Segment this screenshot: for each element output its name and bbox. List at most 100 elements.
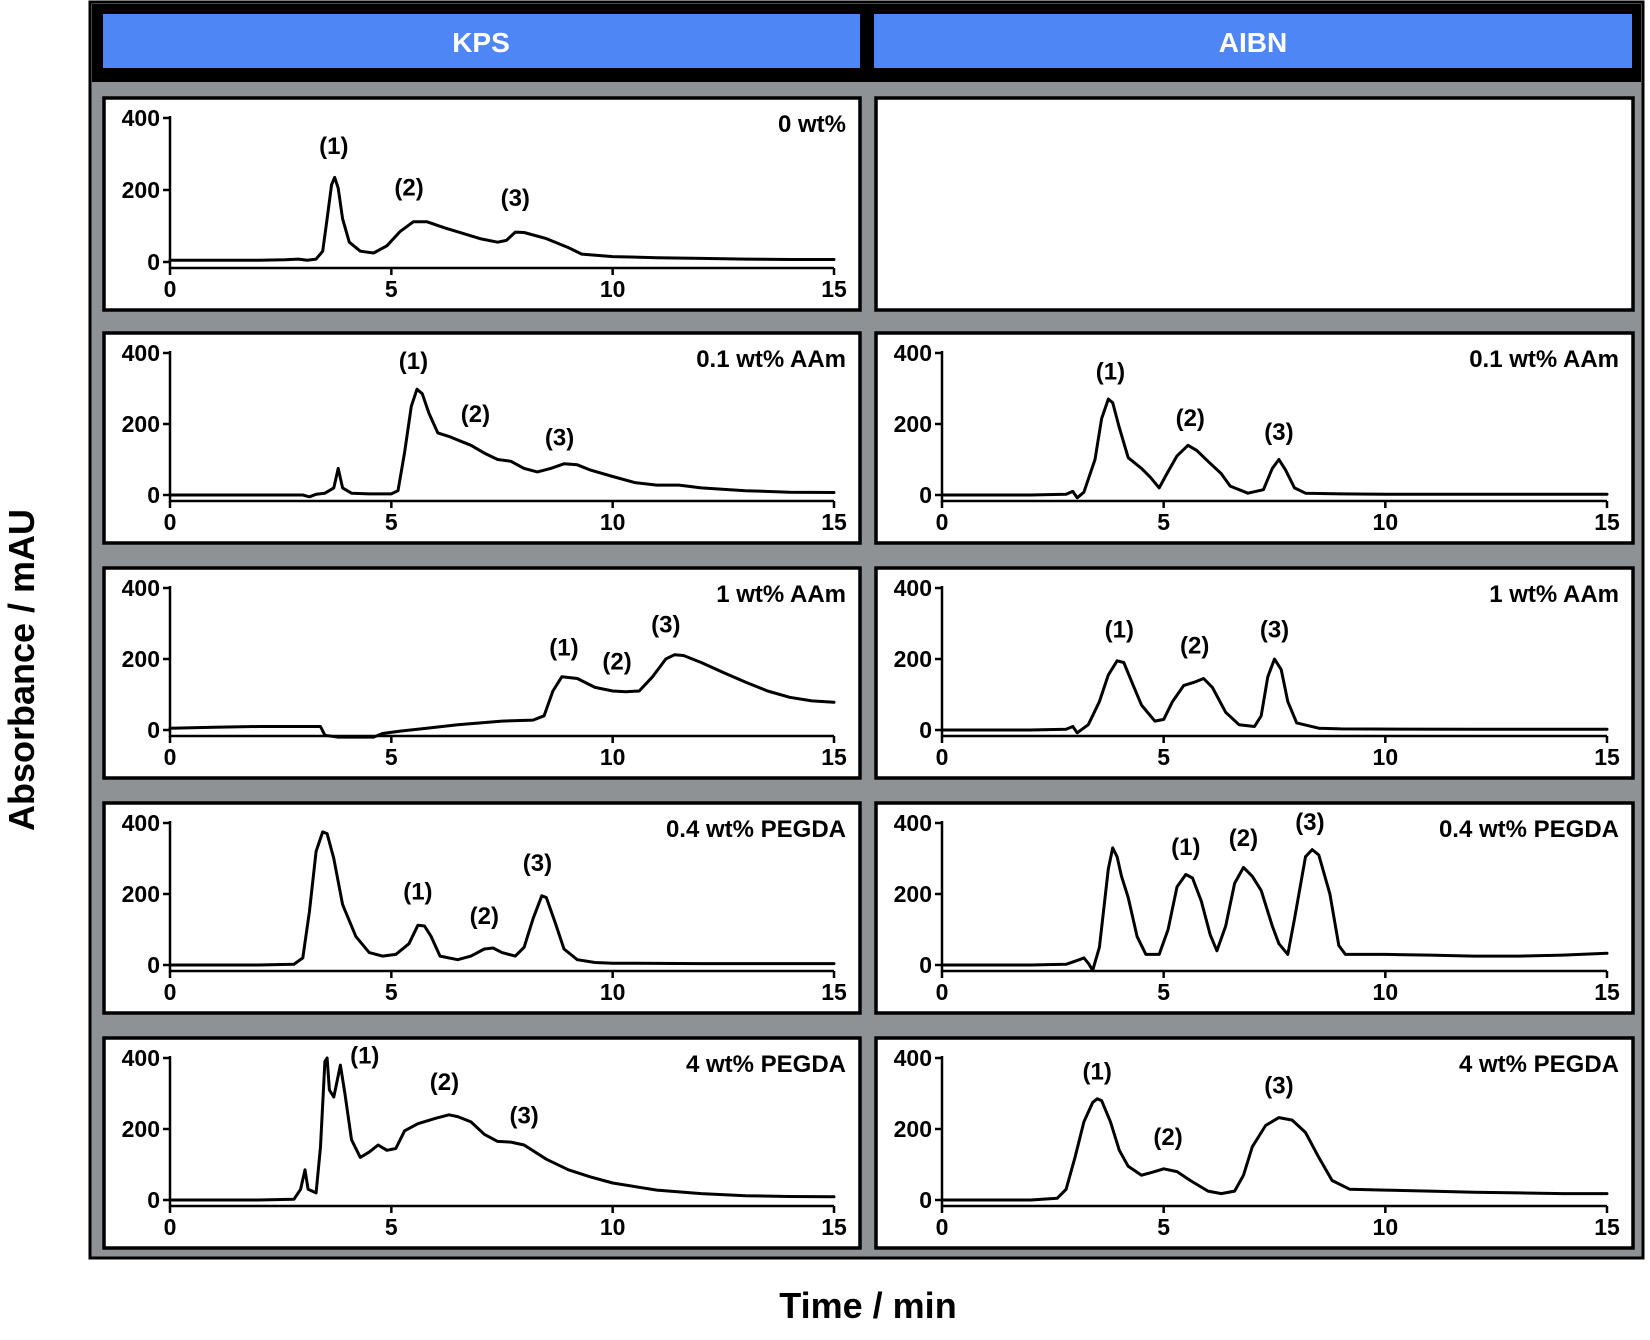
y-tick-label: 200 bbox=[122, 1116, 160, 1142]
x-tick-label: 10 bbox=[600, 979, 626, 1005]
panel-frame bbox=[874, 801, 1635, 1015]
x-tick-label: 5 bbox=[385, 509, 398, 535]
x-tick-label: 0 bbox=[164, 509, 177, 535]
y-tick-label: 200 bbox=[894, 646, 932, 672]
y-tick-label: 200 bbox=[894, 1116, 932, 1142]
y-tick-label: 0 bbox=[147, 249, 160, 275]
chromatogram-trace bbox=[940, 657, 1609, 735]
y-tick-label: 400 bbox=[122, 105, 160, 131]
x-tick-label: 0 bbox=[164, 1214, 177, 1240]
panel-title: 0.4 wt% PEGDA bbox=[1439, 816, 1619, 843]
y-tick-label: 400 bbox=[122, 810, 160, 836]
x-axis-label: Time / min bbox=[779, 1285, 956, 1326]
x-tick-label: 0 bbox=[164, 744, 177, 770]
x-tick-label: 10 bbox=[1373, 979, 1399, 1005]
peak-label: (2) bbox=[461, 401, 490, 428]
x-tick-label: 10 bbox=[1373, 509, 1399, 535]
y-tick-label: 400 bbox=[894, 340, 932, 366]
panel-title: 0 wt% bbox=[778, 111, 846, 138]
peak-label: (2) bbox=[1229, 825, 1258, 852]
peak-label: (1) bbox=[1105, 617, 1134, 644]
y-tick-label: 400 bbox=[894, 1045, 932, 1071]
column-header-kps-label: KPS bbox=[452, 27, 510, 58]
peak-label: (2) bbox=[1153, 1124, 1182, 1151]
chromatogram-trace bbox=[168, 387, 836, 499]
panel-frame bbox=[102, 331, 862, 545]
x-tick-label: 15 bbox=[1594, 979, 1620, 1005]
panel-title: 0.1 wt% AAm bbox=[696, 346, 846, 373]
peak-label: (3) bbox=[651, 611, 680, 638]
x-tick-label: 10 bbox=[600, 276, 626, 302]
x-tick-label: 5 bbox=[385, 979, 398, 1005]
x-tick-label: 10 bbox=[1373, 744, 1399, 770]
x-tick-label: 10 bbox=[1373, 1214, 1399, 1240]
panel-title: 0.4 wt% PEGDA bbox=[666, 816, 846, 843]
x-tick-label: 0 bbox=[164, 276, 177, 302]
panels: 0 200 400 0 5 10 15 0 wt% (1) (2) (3) 0 200 400 0 5 10 15… bbox=[102, 96, 1635, 1250]
peak-label: (3) bbox=[523, 850, 552, 877]
x-tick-label: 5 bbox=[1157, 979, 1170, 1005]
x-tick-label: 10 bbox=[600, 744, 626, 770]
peak-label: (2) bbox=[1176, 405, 1205, 432]
chromatogram-trace bbox=[940, 397, 1609, 500]
peak-label: (2) bbox=[602, 649, 631, 676]
panel-frame bbox=[102, 1036, 862, 1250]
chromatogram-trace bbox=[168, 653, 836, 739]
peak-label: (2) bbox=[430, 1069, 459, 1096]
peak-label: (1) bbox=[319, 133, 348, 160]
y-tick-label: 0 bbox=[147, 717, 160, 743]
x-tick-label: 10 bbox=[600, 509, 626, 535]
x-tick-label: 0 bbox=[936, 979, 949, 1005]
chromatogram-trace bbox=[940, 1097, 1609, 1202]
peak-label: (2) bbox=[394, 174, 423, 201]
panel-title: 1 wt% AAm bbox=[716, 581, 846, 608]
y-tick-label: 0 bbox=[919, 482, 932, 508]
panel-aibn-0 bbox=[874, 96, 1635, 312]
column-header-aibn-label: AIBN bbox=[1219, 27, 1287, 58]
y-tick-label: 0 bbox=[147, 1187, 160, 1213]
y-axis-label: Absorbance / mAU bbox=[1, 509, 42, 831]
x-tick-label: 15 bbox=[821, 1214, 847, 1240]
peak-label: (1) bbox=[403, 878, 432, 905]
peak-label: (3) bbox=[545, 424, 574, 451]
x-tick-label: 15 bbox=[821, 744, 847, 770]
x-tick-label: 5 bbox=[385, 1214, 398, 1240]
peak-label: (2) bbox=[1180, 633, 1209, 660]
peak-label: (3) bbox=[501, 185, 530, 212]
y-tick-label: 0 bbox=[919, 717, 932, 743]
x-tick-label: 15 bbox=[1594, 509, 1620, 535]
x-tick-label: 5 bbox=[385, 276, 398, 302]
peak-label: (1) bbox=[399, 348, 428, 375]
x-tick-label: 15 bbox=[821, 509, 847, 535]
x-tick-label: 15 bbox=[1594, 744, 1620, 770]
column-header-aibn bbox=[874, 14, 1632, 68]
y-tick-label: 0 bbox=[919, 1187, 932, 1213]
x-tick-label: 15 bbox=[821, 979, 847, 1005]
y-tick-label: 400 bbox=[894, 575, 932, 601]
y-tick-label: 400 bbox=[122, 340, 160, 366]
peak-label: (1) bbox=[1171, 834, 1200, 861]
chromatogram-trace bbox=[168, 1056, 836, 1202]
y-tick-label: 200 bbox=[894, 881, 932, 907]
x-tick-label: 5 bbox=[1157, 744, 1170, 770]
y-tick-label: 200 bbox=[122, 646, 160, 672]
chromatogram-trace bbox=[168, 830, 836, 967]
x-tick-label: 0 bbox=[164, 979, 177, 1005]
panel-frame bbox=[102, 801, 862, 1015]
panel-frame bbox=[874, 96, 1635, 312]
y-tick-label: 0 bbox=[919, 952, 932, 978]
panel-title: 4 wt% PEGDA bbox=[686, 1051, 846, 1078]
x-tick-label: 15 bbox=[1594, 1214, 1620, 1240]
x-tick-label: 5 bbox=[1157, 1214, 1170, 1240]
panel-frame bbox=[874, 331, 1635, 545]
x-tick-label: 10 bbox=[600, 1214, 626, 1240]
peak-label: (3) bbox=[1260, 617, 1289, 644]
y-tick-label: 200 bbox=[122, 177, 160, 203]
peak-label: (3) bbox=[1264, 419, 1293, 446]
